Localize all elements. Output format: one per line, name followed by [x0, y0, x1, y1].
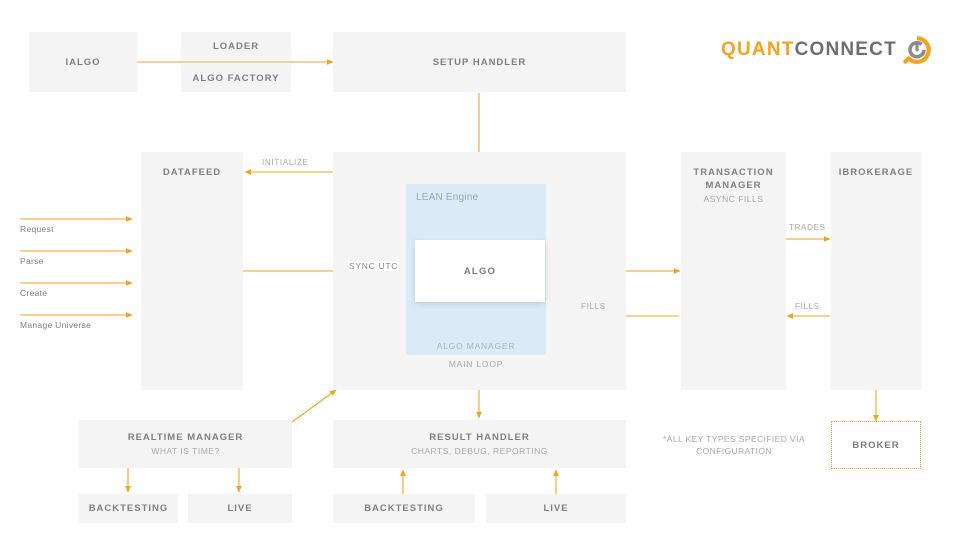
- side-label-parse: Parse: [20, 256, 44, 266]
- box-realtime-live[interactable]: LIVE: [188, 494, 292, 523]
- box-algo-factory[interactable]: ALGO FACTORY: [181, 64, 291, 92]
- box-algo-title: ALGO: [463, 265, 497, 277]
- lean-engine-label: LEAN Engine: [416, 192, 479, 203]
- box-realtime-backtesting-title: BACKTESTING: [88, 503, 169, 514]
- box-result-live-title: LIVE: [543, 503, 569, 514]
- box-broker-title: BROKER: [852, 439, 900, 451]
- main-loop-label: MAIN LOOP: [448, 359, 504, 369]
- flow-label-fills-engine: FILLS: [581, 302, 606, 311]
- box-datafeed-title: DATAFEED: [162, 167, 222, 178]
- box-result-handler-title: RESULT HANDLER: [429, 432, 530, 443]
- box-algo[interactable]: ALGO: [415, 240, 545, 302]
- box-ialgo[interactable]: IALGO: [29, 32, 137, 92]
- box-result-live[interactable]: LIVE: [486, 494, 626, 523]
- flow-label-sync-utc: SYNC UTC: [348, 261, 400, 271]
- box-datafeed[interactable]: DATAFEED: [141, 152, 243, 390]
- logo-text-connect: CONNECT: [794, 39, 897, 60]
- box-transaction-manager-title: TRANSACTION MANAGER: [693, 167, 774, 191]
- box-transaction-manager[interactable]: TRANSACTION MANAGER ASYNC FILLS: [681, 152, 786, 390]
- side-label-request: Request: [20, 224, 54, 234]
- box-loader-title: LOADER: [212, 40, 260, 52]
- box-setup-handler-title: SETUP HANDLER: [432, 56, 527, 68]
- box-realtime-manager-sub: WHAT IS TIME?: [151, 446, 220, 456]
- box-ialgo-title: IALGO: [65, 56, 101, 68]
- box-result-backtesting[interactable]: BACKTESTING: [333, 494, 475, 523]
- box-result-backtesting-title: BACKTESTING: [364, 503, 444, 514]
- box-result-handler[interactable]: RESULT HANDLER CHARTS, DEBUG, REPORTING: [333, 420, 626, 468]
- side-label-manage-universe: Manage Universe: [20, 320, 92, 330]
- algo-manager-label: ALGO MANAGER: [436, 341, 516, 351]
- box-algo-factory-title: ALGO FACTORY: [192, 72, 280, 84]
- box-result-handler-sub: CHARTS, DEBUG, REPORTING: [411, 446, 548, 456]
- logo-text-quant: QUANT: [721, 39, 795, 60]
- box-broker[interactable]: BROKER: [831, 421, 921, 469]
- box-realtime-manager-title: REALTIME MANAGER: [127, 432, 244, 443]
- box-loader[interactable]: LOADER: [181, 32, 291, 60]
- flow-label-trades: TRADES: [789, 223, 826, 232]
- quantconnect-circle-icon: [903, 36, 931, 64]
- box-setup-handler[interactable]: SETUP HANDLER: [333, 32, 626, 92]
- box-ibrokerage-title: IBROKERAGE: [838, 167, 914, 178]
- quantconnect-logo: QUANT CONNECT: [721, 36, 931, 64]
- box-ibrokerage[interactable]: IBROKERAGE: [831, 152, 921, 390]
- flow-label-fills-brokerage: FILLS: [795, 302, 820, 311]
- box-transaction-manager-sub: ASYNC FILLS: [703, 194, 764, 204]
- box-realtime-live-title: LIVE: [227, 503, 253, 514]
- box-realtime-manager[interactable]: REALTIME MANAGER WHAT IS TIME?: [79, 420, 292, 468]
- box-realtime-backtesting[interactable]: BACKTESTING: [79, 494, 178, 523]
- flow-label-initialize: INITIALIZE: [262, 158, 309, 167]
- footnote: *ALL KEY TYPES SPECIFIED VIA CONFIGURATI…: [663, 434, 805, 456]
- side-label-create: Create: [20, 288, 48, 298]
